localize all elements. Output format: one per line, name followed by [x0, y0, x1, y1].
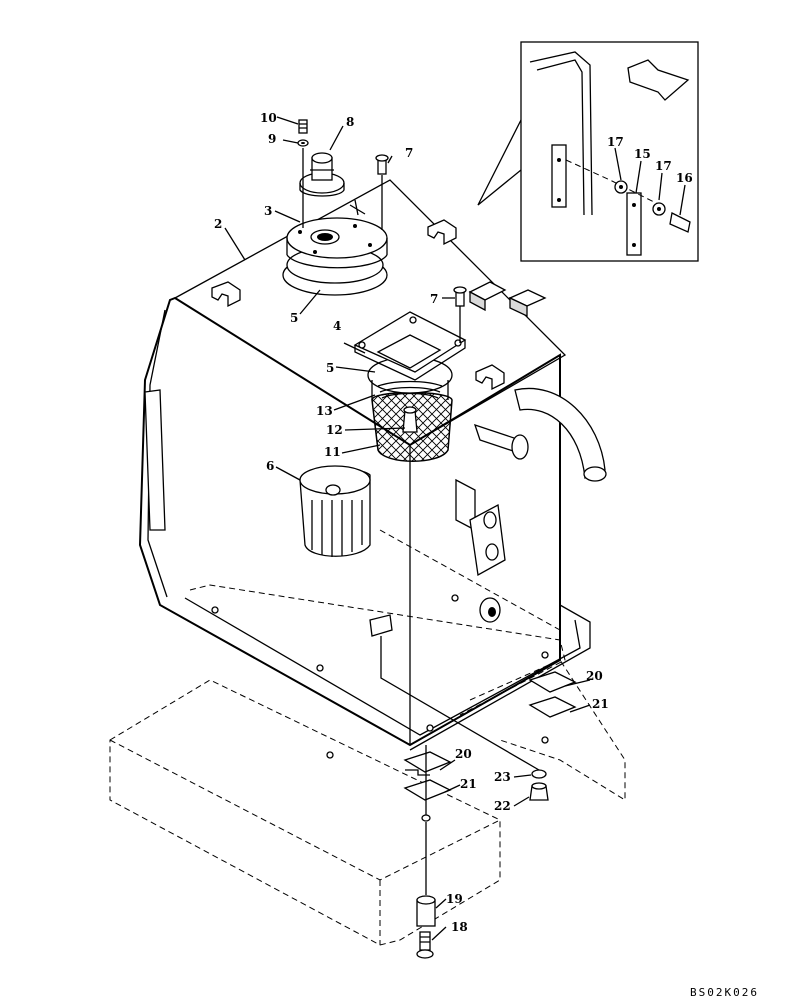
callout-21-bottom: 21: [460, 777, 477, 791]
callout-3: 3: [264, 204, 272, 218]
callout-7-upper: 7: [405, 146, 413, 160]
callout-17-right: 17: [655, 159, 672, 173]
lower-frame-dashed: [109, 529, 626, 946]
bottom-hardware: [380, 636, 577, 959]
callout-5-upper: 5: [290, 311, 298, 325]
callout-21-right: 21: [592, 697, 609, 711]
hydraulic-tank: [138, 179, 607, 759]
callout-2: 2: [214, 217, 222, 231]
callout-20-right: 20: [586, 669, 603, 683]
callout-10: 10: [260, 111, 277, 125]
callout-13: 13: [316, 404, 333, 418]
callout-11: 11: [324, 445, 341, 459]
inset-detail-box: [477, 41, 699, 262]
callout-6: 6: [266, 459, 274, 473]
cover-plate-4: [353, 311, 467, 381]
callout-16: 16: [676, 171, 693, 185]
upper-cover-assembly: [282, 119, 467, 343]
callout-7-lower: 7: [430, 292, 438, 306]
callout-23: 23: [494, 770, 511, 784]
suction-strainer: [367, 356, 453, 462]
callouts: 2 3 4 5 5 6 7 7 8 9 10 11 12 13 15 16 17…: [214, 111, 759, 999]
callout-12: 12: [326, 423, 343, 437]
return-filter-6: [299, 465, 371, 557]
callout-18: 18: [451, 920, 468, 934]
callout-5-lower: 5: [326, 361, 334, 375]
callout-8: 8: [346, 115, 354, 129]
drawing-code: BS02K026: [690, 986, 759, 999]
leader-lines: [224, 116, 686, 941]
callout-4: 4: [333, 319, 341, 333]
callout-15: 15: [634, 147, 651, 161]
callout-17-left: 17: [607, 135, 624, 149]
callout-19: 19: [446, 892, 463, 906]
callout-9: 9: [268, 132, 276, 146]
callout-22: 22: [494, 799, 511, 813]
callout-20-bottom: 20: [455, 747, 472, 761]
